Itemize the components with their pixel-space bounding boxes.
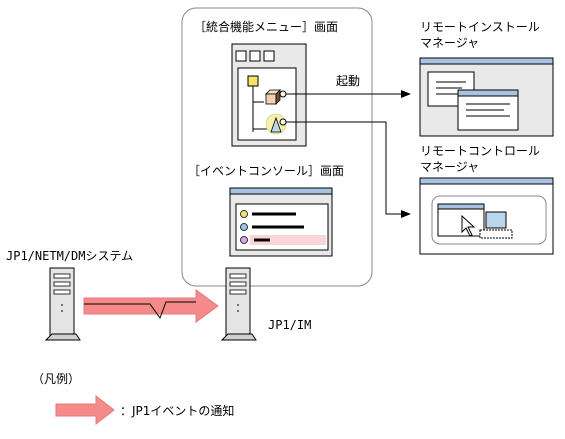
event-console-window: [229, 187, 333, 257]
legend-arrow-icon: [55, 394, 115, 426]
remote-install-window: [419, 57, 554, 137]
launch-point-control: [279, 118, 287, 126]
remote-install-manager-line2: マネージャ: [420, 36, 480, 50]
jp1-im-label: JP1/IM: [268, 318, 312, 332]
jp1-im-server-icon: [220, 267, 257, 341]
launch-point-install: [279, 90, 287, 98]
event-notification-arrow: [83, 289, 219, 323]
remote-control-manager-line1: リモートコントロール: [420, 144, 541, 158]
remote-install-icon: [265, 89, 281, 105]
integrated-menu-window: [231, 43, 307, 147]
source-system-label: JP1/NETM/DMシステム: [6, 249, 134, 263]
remote-control-icon: [265, 113, 287, 135]
source-server-icon: [44, 267, 81, 341]
launch-label: 起動: [336, 74, 361, 88]
event-console-title: ［イベントコンソール］画面: [188, 164, 345, 178]
integrated-menu-title: ［統合機能メニュー］画面: [194, 20, 339, 34]
remote-control-window: [419, 177, 554, 255]
remote-control-manager-line2: マネージャ: [420, 160, 480, 174]
remote-install-manager-line1: リモートインストール: [420, 20, 540, 34]
legend-event-notification: ：JP1イベントの通知: [120, 404, 235, 418]
legend-heading: （凡例）: [32, 372, 81, 386]
